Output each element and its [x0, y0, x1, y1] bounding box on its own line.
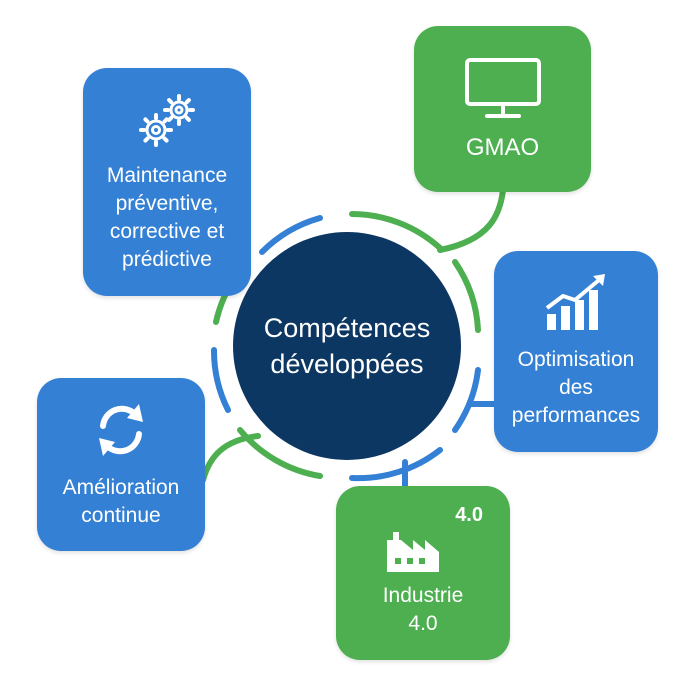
- card-amelioration-label: Amélioration continue: [62, 475, 180, 527]
- refresh-icon: [91, 400, 151, 460]
- card-maintenance-label: Maintenance préventive, corrective et pr…: [106, 164, 228, 271]
- ring-segment: [259, 215, 323, 255]
- industrie-tag: 4.0: [455, 504, 483, 526]
- ring-segment: [452, 367, 481, 433]
- ring-segment: [210, 347, 231, 413]
- card-amelioration: Amélioration continue: [37, 378, 205, 551]
- card-industrie: 4.0 Industrie 4.0: [336, 486, 510, 660]
- card-optimisation-label: Optimisation des performances: [511, 347, 641, 427]
- connector-amelioration: [200, 433, 261, 483]
- center-label: Compétences développées: [263, 313, 431, 379]
- card-gmao-label: GMAO: [465, 134, 540, 161]
- ring-segment: [452, 259, 481, 333]
- card-maintenance: Maintenance préventive, corrective et pr…: [83, 68, 251, 296]
- card-industrie-label: Industrie 4.0: [382, 584, 464, 635]
- gears-icon: [136, 94, 198, 148]
- growth-chart-icon: [543, 273, 609, 332]
- ring-segment: [349, 211, 443, 251]
- center-circle: Compétences développées: [233, 232, 461, 460]
- monitor-icon: [463, 56, 543, 120]
- card-optimisation: Optimisation des performances: [494, 251, 658, 452]
- card-gmao: GMAO: [414, 26, 591, 192]
- connector-gmao: [437, 187, 506, 253]
- ring-segment: [349, 447, 443, 482]
